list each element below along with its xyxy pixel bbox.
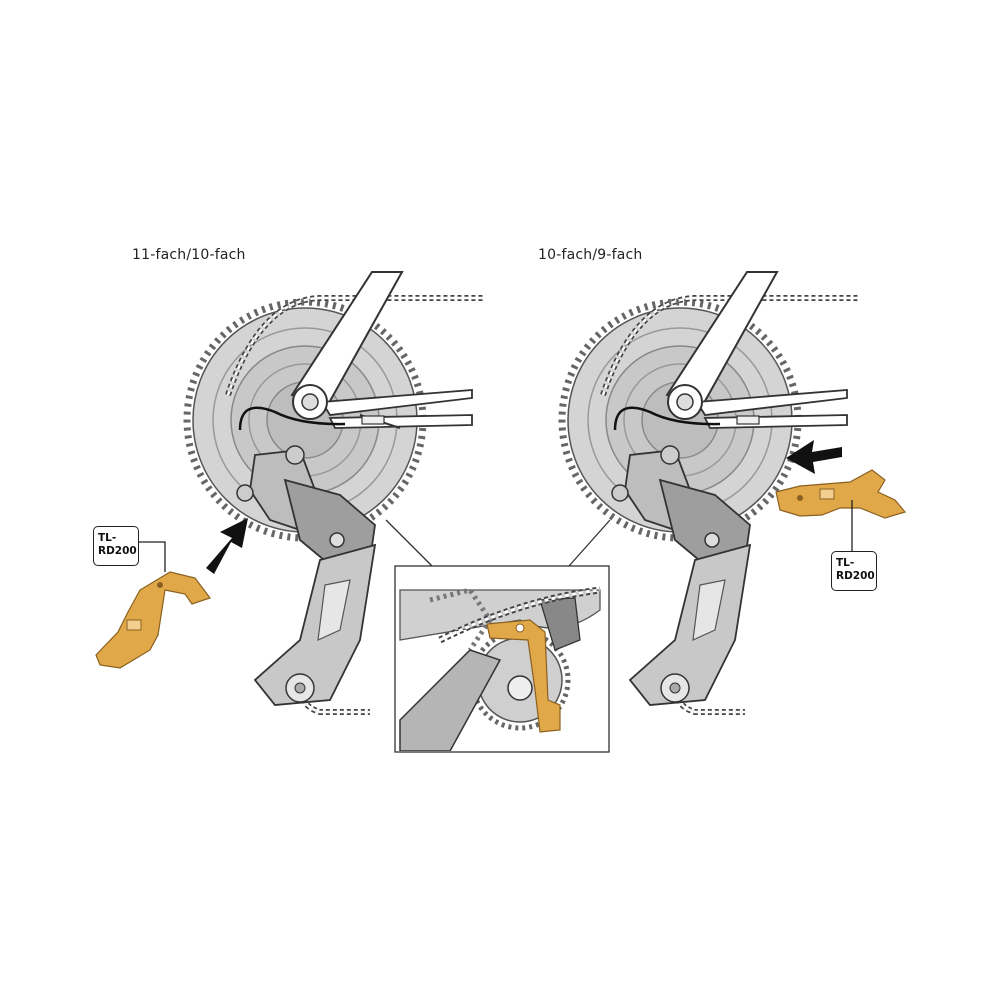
derailleur-left	[236, 445, 377, 706]
tool-label-line1: TL-	[836, 557, 855, 569]
tool-label-right: TL- RD200	[831, 551, 877, 591]
right-assembly	[558, 271, 907, 715]
frame-right	[665, 271, 848, 429]
zoom-callout	[385, 519, 611, 753]
tool-label-left: TL- RD200	[93, 526, 139, 566]
tool-right	[775, 469, 907, 552]
arrow-left	[206, 518, 248, 574]
tool-left	[95, 541, 211, 669]
cable-left	[238, 406, 346, 431]
heading-left: 11-fach/10-fach	[132, 247, 246, 263]
heading-right: 10-fach/9-fach	[538, 247, 643, 263]
tool-label-line2: RD200	[98, 545, 137, 557]
left-assembly	[95, 271, 485, 715]
tool-label-line2: RD200	[836, 570, 875, 582]
cable-right	[613, 406, 721, 431]
cassette-left	[183, 298, 427, 542]
arrow-right	[786, 440, 842, 474]
frame-left	[290, 271, 473, 429]
tool-label-line1: TL-	[98, 532, 117, 544]
derailleur-right	[611, 445, 752, 706]
